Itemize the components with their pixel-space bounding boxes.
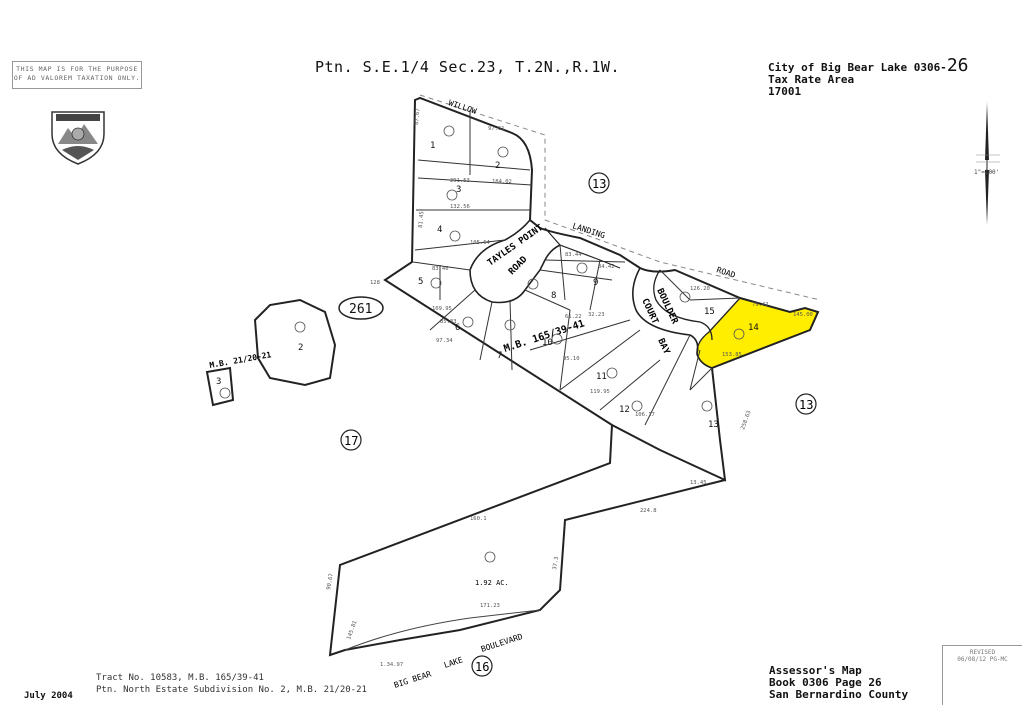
parcel-18[interactable] (328, 424, 726, 657)
svg-text:184.02: 184.02 (492, 179, 512, 185)
svg-text:83.46: 83.46 (432, 266, 449, 272)
lot-3: 3 (456, 185, 461, 195)
svg-text:291.53: 291.53 (450, 178, 470, 184)
svg-text:119.95: 119.95 (590, 389, 610, 395)
map-title: Ptn. S.E.1/4 Sec.23, T.2N.,R.1W. (315, 58, 620, 76)
parcel-2-west[interactable] (253, 298, 337, 387)
north-arrow-icon: 1"=100' (974, 102, 1000, 225)
tax-rate-area: 17001 (768, 85, 802, 98)
assessor-line-2: Book 0306 Page 26 (769, 676, 882, 689)
acreage-label: 1.92 AC. (475, 579, 509, 587)
svg-text:37.3: 37.3 (552, 556, 560, 570)
dimension-labels: 87.67 97.61 291.53 184.02 132.56 81.45 1… (326, 108, 813, 668)
street-big-bear: BIG BEAR (393, 669, 433, 690)
area-17: 17 (344, 434, 358, 448)
city-block: City of Big Bear Lake 0306-26 Tax Rate A… (768, 57, 969, 98)
lot-7: 7 (497, 351, 502, 361)
lot-2-west: 2 (298, 343, 303, 353)
svg-text:79.42: 79.42 (752, 302, 769, 308)
lot-10: 10 (542, 338, 553, 348)
lot-4: 4 (437, 225, 442, 235)
svg-text:87.67: 87.67 (414, 108, 421, 125)
map-date: July 2004 (24, 691, 73, 701)
lot-numbers: 1 2 3 4 5 6 7 8 9 10 11 12 13 14 15 2 3 (216, 141, 759, 430)
svg-text:126.20: 126.20 (690, 286, 710, 292)
tract-line-2: Ptn. North Estate Subdivision No. 2, M.B… (96, 685, 367, 695)
lot-14: 14 (748, 323, 759, 333)
street-bay: BAY (655, 337, 671, 356)
lot-13: 13 (708, 420, 719, 430)
svg-text:153.85: 153.85 (722, 352, 742, 358)
svg-text:145.81: 145.81 (346, 620, 358, 641)
svg-text:32.23: 32.23 (588, 312, 605, 318)
svg-text:95.10: 95.10 (563, 356, 580, 362)
lot-9: 9 (593, 278, 598, 288)
svg-text:61.22: 61.22 (565, 314, 582, 320)
street-lake: LAKE (443, 655, 464, 670)
lot-11: 11 (596, 372, 607, 382)
svg-text:34.42: 34.42 (598, 264, 615, 270)
parcel-3-west[interactable] (205, 366, 235, 407)
scale-label: 1"=100' (974, 169, 999, 176)
tract-info: Tract No. 10583, M.B. 165/39-41 Ptn. Nor… (96, 672, 367, 696)
lot-2: 2 (495, 161, 500, 171)
svg-text:13.45: 13.45 (690, 480, 707, 486)
svg-text:224.8: 224.8 (640, 508, 657, 514)
lot-6: 6 (455, 323, 460, 333)
svg-text:81.45: 81.45 (418, 211, 425, 228)
lot-3-west: 3 (216, 377, 221, 387)
svg-text:83.44: 83.44 (565, 252, 582, 258)
svg-text:128: 128 (370, 280, 380, 286)
disclaimer-box: THIS MAP IS FOR THE PURPOSE OF AD VALORE… (12, 61, 142, 89)
disclaimer-line-1: THIS MAP IS FOR THE PURPOSE (16, 65, 138, 73)
assessor-line-3: San Bernardino County (769, 688, 909, 701)
lot-8: 8 (551, 291, 556, 301)
svg-text:171.23: 171.23 (480, 603, 500, 609)
disclaimer-line-2: OF AD VALOREM TAXATION ONLY. (13, 74, 141, 82)
lot-1: 1 (430, 141, 435, 151)
lot-5: 5 (418, 277, 423, 287)
svg-text:85.33: 85.33 (440, 319, 457, 325)
svg-text:90.67: 90.67 (326, 573, 335, 590)
tayles-point-road-line (469, 219, 561, 304)
svg-text:97.34: 97.34 (436, 338, 453, 344)
street-tayles-road: ROAD (507, 254, 530, 277)
area-13-right: 13 (799, 398, 813, 412)
svg-text:109.95: 109.95 (432, 306, 452, 312)
tax-rate-area-label: Tax Rate Area (768, 73, 855, 86)
assessor-line-1: Assessor's Map (769, 664, 862, 677)
route-261-badge (338, 296, 384, 320)
page-number: 26 (946, 55, 969, 76)
svg-text:145.00: 145.00 (793, 312, 813, 318)
svg-text:132.56: 132.56 (450, 204, 470, 210)
svg-text:160.1: 160.1 (470, 516, 487, 522)
svg-text:1.34.97: 1.34.97 (380, 662, 403, 668)
svg-text:97.61: 97.61 (488, 126, 505, 132)
revised-date: 06/08/12 PG-MC (957, 656, 1008, 663)
route-261-label: 261 (349, 302, 372, 317)
revised-box: REVISED 06/08/12 PG-MC (942, 645, 1022, 705)
svg-text:105.64: 105.64 (470, 240, 491, 246)
assessor-block: Assessor's Map Book 0306 Page 26 San Ber… (769, 665, 908, 701)
city-line: City of Big Bear Lake 0306- (768, 61, 947, 74)
tract-line-1: Tract No. 10583, M.B. 165/39-41 (96, 673, 264, 683)
area-16: 16 (475, 660, 489, 674)
svg-text:106.17: 106.17 (635, 412, 655, 418)
county-seal-icon (51, 111, 105, 165)
svg-text:258.63: 258.63 (740, 410, 752, 431)
lot-12: 12 (619, 405, 630, 415)
revised-label: REVISED (969, 649, 996, 656)
lot-15: 15 (704, 307, 715, 317)
area-13-top: 13 (592, 177, 606, 191)
tract-boundary (383, 96, 820, 482)
street-boulevard: BOULEVARD (480, 632, 524, 654)
